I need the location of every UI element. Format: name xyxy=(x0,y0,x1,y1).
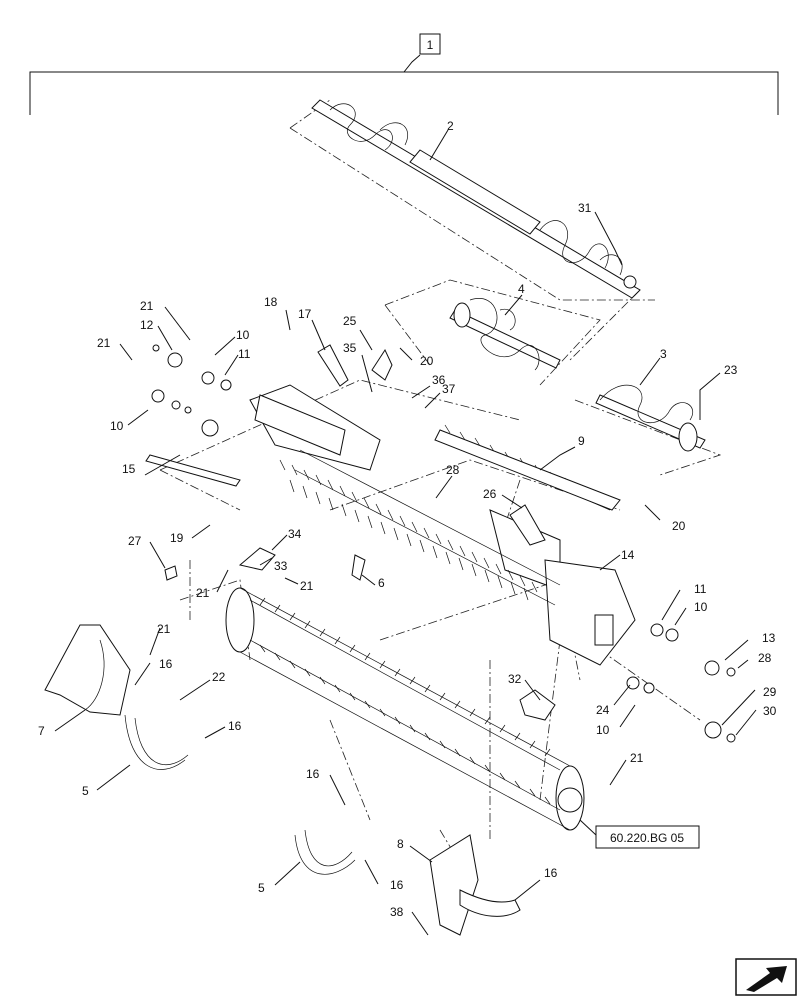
callout-11-right: 11 xyxy=(694,582,707,596)
callout-11-top: 11 xyxy=(238,347,251,361)
callout-31: 31 xyxy=(578,201,592,215)
rotor-housing xyxy=(249,384,636,666)
callout-10-lower: 10 xyxy=(596,723,610,737)
callout-21-lower-left: 21 xyxy=(157,622,171,636)
callout-35: 35 xyxy=(343,341,357,355)
callout-21-mid: 21 xyxy=(300,579,314,593)
assembly-bracket: 1 xyxy=(29,33,779,115)
callout-9: 9 xyxy=(578,434,585,448)
callout-15: 15 xyxy=(122,462,136,476)
callout-7: 7 xyxy=(38,724,45,738)
callout-16-lower-mid: 16 xyxy=(390,878,404,892)
reference-label: 60.220.BG 05 xyxy=(610,831,684,845)
callout-10-left: 10 xyxy=(110,419,124,433)
callout-28-mid: 28 xyxy=(446,463,460,477)
side-covers xyxy=(44,624,521,936)
callout-20-top: 20 xyxy=(420,354,434,368)
auger-3 xyxy=(595,384,706,452)
rotor-drum xyxy=(225,587,585,831)
callout-34: 34 xyxy=(288,527,302,541)
callout-29: 29 xyxy=(763,685,777,699)
callout-16-mid: 16 xyxy=(306,767,320,781)
callout-5-lower: 5 xyxy=(258,881,265,895)
callout-16-left: 16 xyxy=(159,657,173,671)
callout-33: 33 xyxy=(274,559,288,573)
callout-3: 3 xyxy=(660,347,667,361)
navigation-arrow-icon xyxy=(735,958,797,996)
callout-4: 4 xyxy=(518,282,525,296)
callout-14: 14 xyxy=(621,548,635,562)
assembly-label: 1 xyxy=(427,38,434,52)
callout-10-right: 10 xyxy=(694,600,708,614)
callout-23: 23 xyxy=(724,363,738,377)
callout-6: 6 xyxy=(378,576,385,590)
callout-21-right: 21 xyxy=(630,751,644,765)
callout-36: 36 xyxy=(432,373,446,387)
callout-26: 26 xyxy=(483,487,497,501)
callout-25: 25 xyxy=(343,314,357,328)
callout-37: 37 xyxy=(442,382,456,396)
callouts: 2 31 4 3 23 21 12 21 10 11 10 18 17 25 2… xyxy=(38,119,777,936)
auger-4 xyxy=(449,298,561,371)
callout-27: 27 xyxy=(128,534,142,548)
callout-8: 8 xyxy=(397,837,404,851)
callout-22: 22 xyxy=(212,670,226,684)
callout-21-mid-left: 21 xyxy=(196,586,210,600)
assembly-label-box xyxy=(419,33,441,55)
callout-10-top: 10 xyxy=(236,328,250,342)
auger-shaft-2 xyxy=(311,99,641,299)
reference-box xyxy=(595,825,700,849)
callout-16-right: 16 xyxy=(544,866,558,880)
callout-13: 13 xyxy=(762,631,776,645)
callout-16-lower: 16 xyxy=(228,719,242,733)
callout-18: 18 xyxy=(264,295,278,309)
callout-32: 32 xyxy=(508,672,522,686)
hardware xyxy=(145,344,736,813)
callout-28-right: 28 xyxy=(758,651,772,665)
callout-30: 30 xyxy=(763,704,777,718)
callout-24: 24 xyxy=(596,703,610,717)
callout-2: 2 xyxy=(447,119,454,133)
reference-callout: 60.220.BG 05 xyxy=(579,819,700,849)
callout-21-left: 21 xyxy=(97,336,111,350)
callout-12: 12 xyxy=(140,318,154,332)
callout-21-top: 21 xyxy=(140,299,154,313)
callout-38: 38 xyxy=(390,905,404,919)
callout-19: 19 xyxy=(170,531,184,545)
callout-20-right: 20 xyxy=(672,519,686,533)
callout-5-left: 5 xyxy=(82,784,89,798)
callout-17: 17 xyxy=(298,307,312,321)
